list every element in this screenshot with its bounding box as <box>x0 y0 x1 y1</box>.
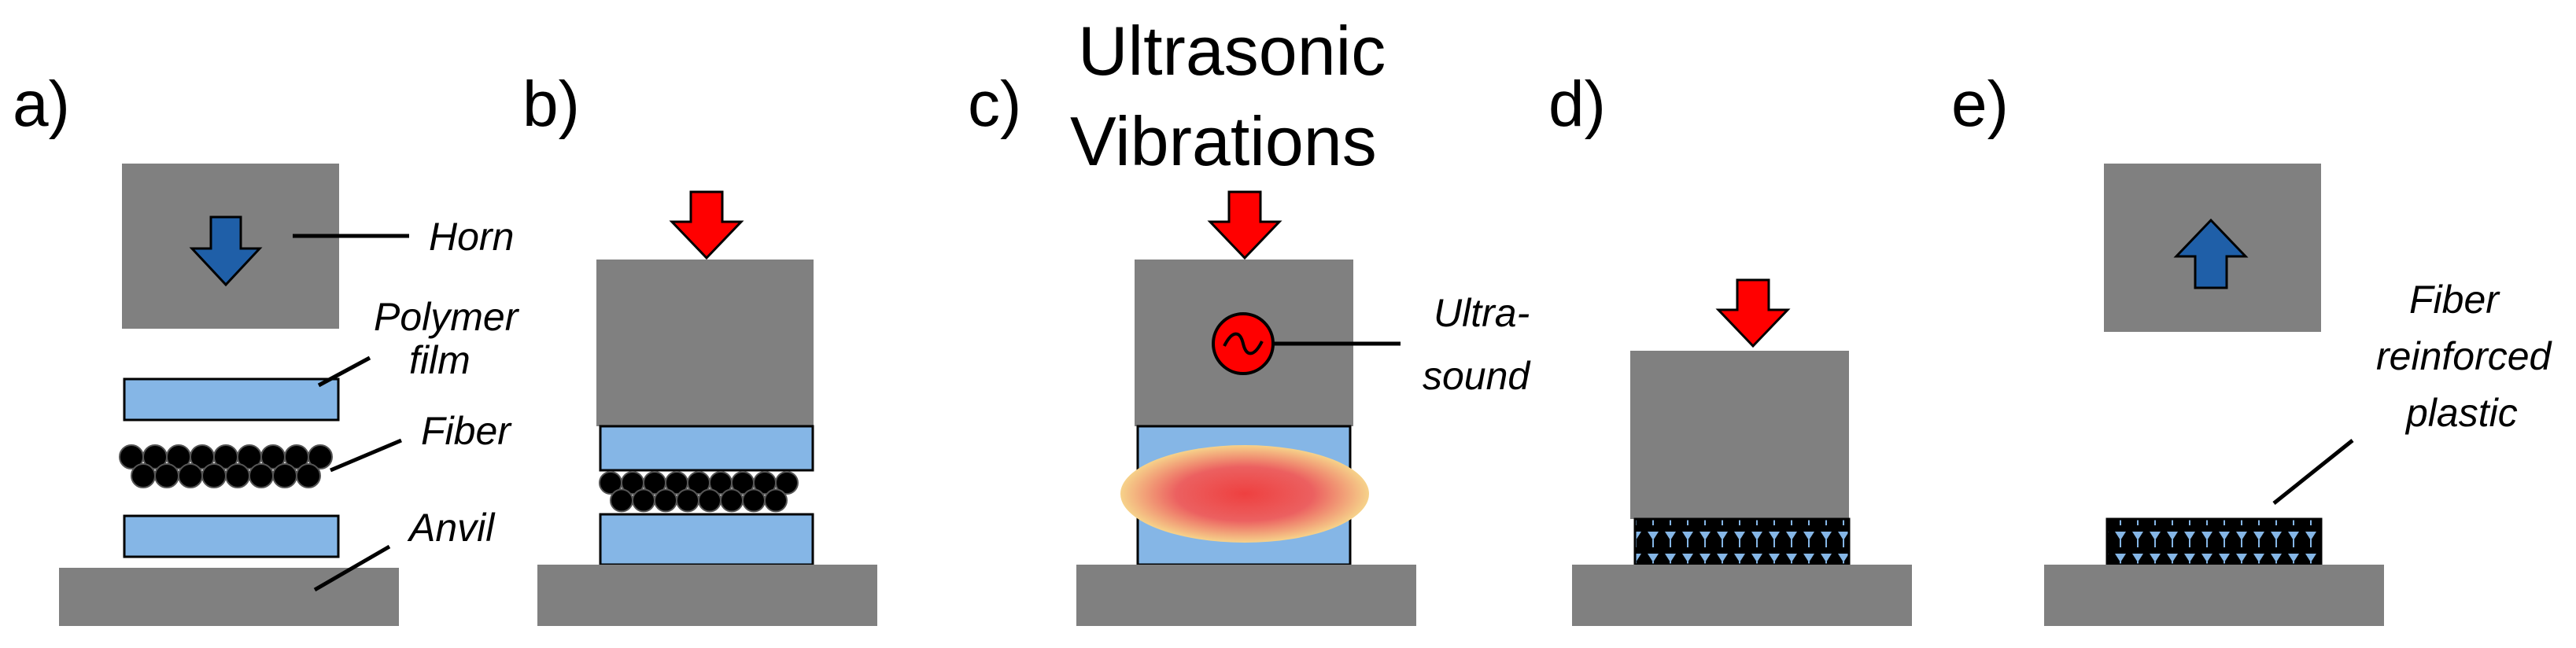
fiber-strand <box>201 463 227 488</box>
fiber-strand <box>654 488 677 513</box>
anvil-block <box>537 565 877 626</box>
down-arrow-icon <box>669 190 744 260</box>
fiber-strand <box>308 444 333 469</box>
anvil-block <box>1076 565 1416 626</box>
fiber-strand <box>698 488 722 513</box>
fiber-strand <box>154 463 179 488</box>
polymer-film-bottom <box>123 514 340 558</box>
panel-label-a: a) <box>13 68 70 140</box>
fiber-strand <box>225 463 250 488</box>
panel-label-c: c) <box>968 68 1021 140</box>
ultrasound-label-line2: sound <box>1423 354 1531 398</box>
frp-label-line1: Fiber <box>2409 278 2500 322</box>
fiber-strand <box>178 463 203 488</box>
anvil-block <box>2044 565 2384 626</box>
title-line2: Vibrations <box>1070 102 1377 180</box>
polymer-film-label-line2: film <box>409 338 471 382</box>
fiber-callout-line <box>330 438 402 473</box>
fiber-strand <box>764 488 788 513</box>
frp-label-line3: plastic <box>2404 391 2518 435</box>
fiber-strand <box>676 488 699 513</box>
frp-label-line2: reinforced <box>2376 334 2553 378</box>
fiber-strand <box>296 463 321 488</box>
fiber-strand <box>632 488 655 513</box>
fiber-strand <box>272 463 297 488</box>
down-arrow-icon <box>1715 278 1791 348</box>
panel-c: c) Ultrasonic Vibrations Ultra- sound <box>968 12 1531 626</box>
down-arrow-icon <box>189 215 263 287</box>
title-line1: Ultrasonic <box>1078 12 1386 90</box>
fiber-strand <box>131 463 156 488</box>
polymer-film-callout-line <box>317 355 371 388</box>
panel-e: e) Fiber reinforced plastic <box>1951 68 2553 626</box>
horn-block <box>1630 351 1849 519</box>
fiber-strand <box>720 488 744 513</box>
up-arrow-icon <box>2173 218 2249 289</box>
ultrasound-source-icon <box>1212 312 1275 375</box>
polymer-film-top <box>123 377 340 422</box>
anvil-block <box>59 568 399 626</box>
ultrasound-label-line1: Ultra- <box>1434 291 1530 335</box>
panel-label-b: b) <box>522 68 580 140</box>
fiber-strand <box>775 471 799 495</box>
fiber-layer <box>599 471 799 513</box>
panel-d: d) <box>1548 68 1912 626</box>
panel-b: b) <box>522 68 877 626</box>
panel-label-e: e) <box>1951 68 2009 140</box>
panel-label-d: d) <box>1548 68 1606 140</box>
panel-a: a) Horn Polymer film Fiber Anvil <box>13 68 520 626</box>
polymer-film-top <box>599 425 814 472</box>
polymer-film-bottom <box>599 513 814 566</box>
horn-block <box>596 260 814 426</box>
fiber-reinforced-plastic <box>2105 517 2323 566</box>
fiber-strand <box>742 488 766 513</box>
anvil-block <box>1572 565 1912 626</box>
fiber-layer <box>119 444 333 488</box>
polymer-film-label-line1: Polymer <box>374 295 520 339</box>
down-arrow-icon <box>1207 190 1282 260</box>
anvil-label: Anvil <box>407 506 496 550</box>
horn-label: Horn <box>429 215 514 259</box>
heat-zone <box>1120 445 1369 543</box>
frp-callout-line <box>2272 439 2354 505</box>
fiber-reinforced-plastic <box>1633 517 1851 566</box>
fiber-strand <box>610 488 633 513</box>
anvil-callout-line <box>313 544 391 592</box>
fiber-label: Fiber <box>421 409 512 453</box>
fiber-strand <box>249 463 274 488</box>
